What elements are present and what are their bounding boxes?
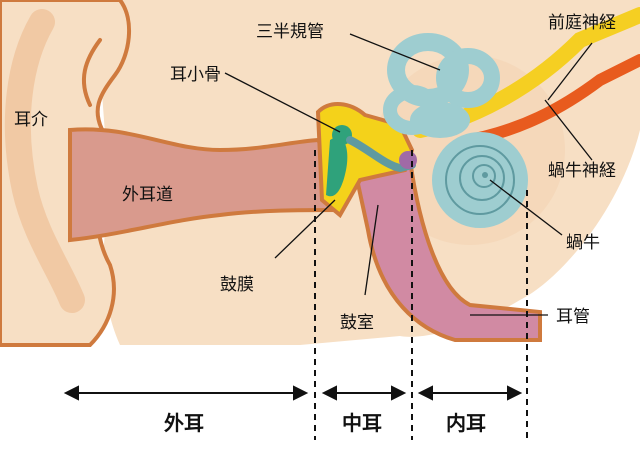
semicircular-canals-shape bbox=[383, 33, 500, 138]
label-cochlear-nerve: 蝸牛神経 bbox=[548, 161, 616, 181]
section-arrows bbox=[63, 385, 523, 401]
section-label-middle: 中耳 bbox=[342, 411, 382, 435]
label-vestibular-nerve: 前庭神経 bbox=[548, 13, 616, 33]
ossicle-chain bbox=[346, 136, 416, 173]
cochlea-shape bbox=[432, 132, 528, 228]
label-ossicles: 耳小骨 bbox=[170, 65, 221, 85]
eardrum-shape bbox=[326, 137, 348, 197]
label-eardrum: 鼓膜 bbox=[220, 275, 254, 295]
auricle-fold bbox=[4, 9, 85, 313]
label-cochlea: 蝸牛 bbox=[566, 233, 600, 253]
leader-lines bbox=[224, 33, 593, 316]
section-label-outer: 外耳 bbox=[164, 411, 204, 435]
auricle-inner-contour bbox=[81, 38, 102, 107]
section-label-inner: 内耳 bbox=[446, 411, 486, 435]
label-semicircular-canals: 三半規管 bbox=[256, 22, 324, 42]
eustachian-tube-shape bbox=[352, 157, 542, 342]
label-tympanic-cavity: 鼓室 bbox=[340, 313, 374, 333]
ossicle-stapes bbox=[399, 151, 417, 169]
label-ear-canal: 外耳道 bbox=[122, 185, 173, 205]
label-eustachian-tube: 耳管 bbox=[556, 307, 590, 327]
label-auricle: 耳介 bbox=[14, 110, 48, 130]
